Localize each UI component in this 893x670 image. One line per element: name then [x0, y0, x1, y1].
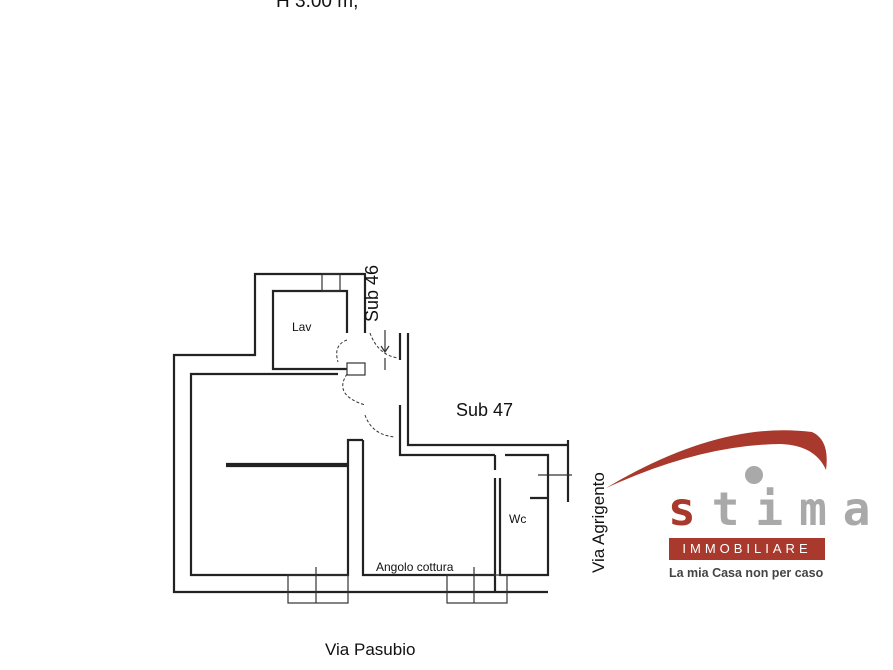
- height-note: H 3.00 m,: [276, 0, 359, 12]
- logo-subtitle: IMMOBILIARE: [669, 538, 825, 560]
- logo-tagline: La mia Casa non per caso: [669, 566, 824, 580]
- neighbor-label-sub47: Sub 47: [456, 400, 514, 420]
- logo-brand: stima: [668, 482, 887, 536]
- inner-wall: [271, 289, 349, 371]
- room-label-kitchen: Angolo cottura: [376, 560, 454, 574]
- outer-wall: [172, 272, 367, 594]
- room-label-wc: Wc: [509, 512, 527, 526]
- street-label-bottom: Via Pasubio: [325, 640, 416, 659]
- room-label-lav: Lav: [292, 320, 312, 334]
- inner-wall-left: [189, 372, 363, 577]
